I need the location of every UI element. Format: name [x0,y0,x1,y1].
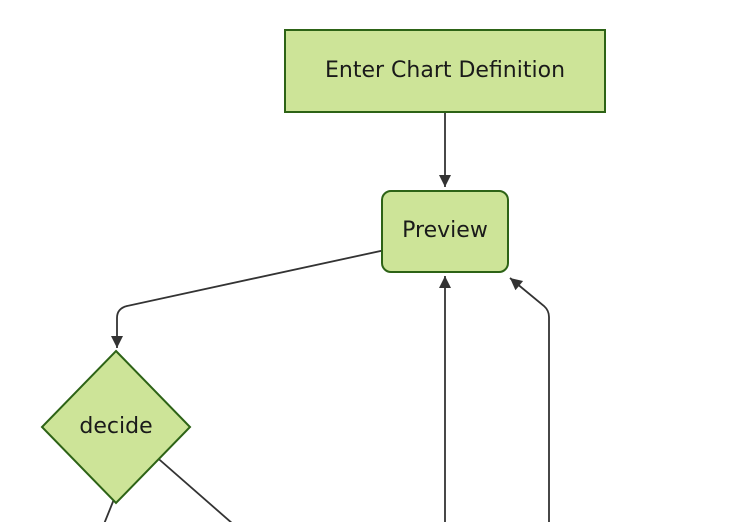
node-enter-chart-definition [284,29,606,113]
edge-offscreen-right-to-preview [509,277,550,522]
edge-preview-to-decide [111,247,393,348]
edge-decide-to-offscreen-right [144,446,233,522]
node-preview [381,190,509,273]
node-decide [40,349,192,505]
